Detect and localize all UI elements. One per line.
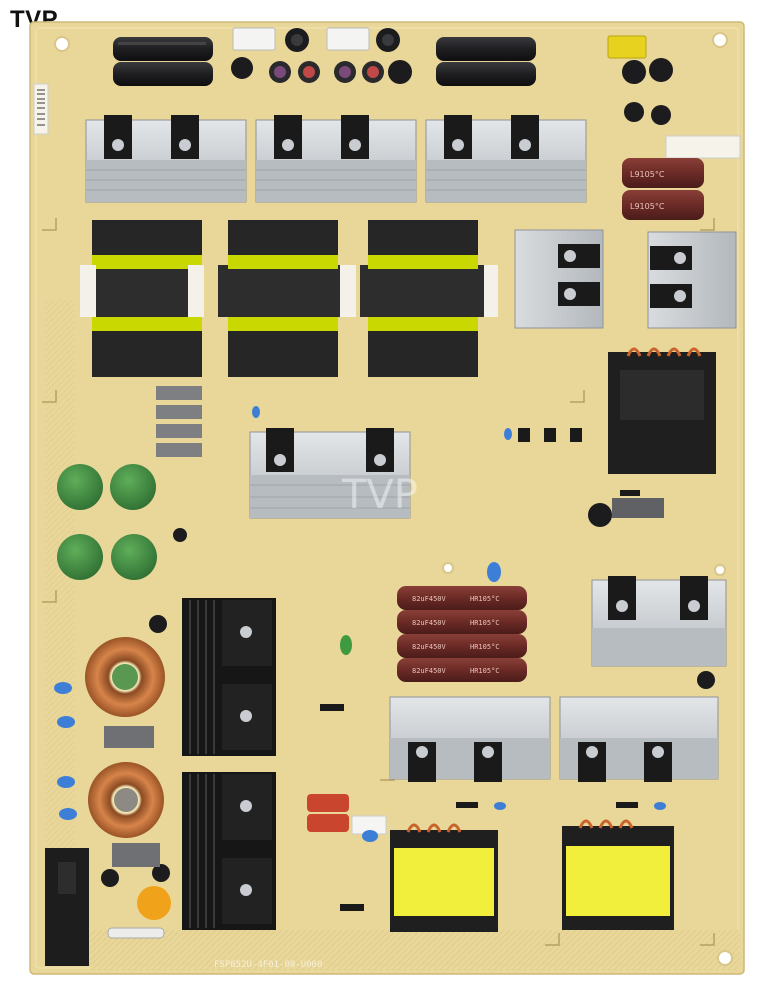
power-inlet-connector [45, 848, 89, 966]
small-transistors [518, 428, 664, 518]
watermark: TVP [341, 472, 418, 518]
cap-label: HR105°C [470, 595, 500, 603]
yellow-transformers [390, 819, 674, 932]
bridge-heatsinks [182, 598, 276, 930]
top-right-brown-capacitors: L9105°C L9105°C [622, 158, 704, 220]
cap-label: 82uF450V [412, 595, 447, 603]
blue-ceramic-caps [54, 406, 666, 842]
toroid-chokes [85, 637, 165, 867]
top-right-capacitors [436, 37, 536, 86]
cap-label: HR105°C [470, 643, 500, 651]
barcode-lines [37, 89, 45, 126]
barcode-sticker [33, 83, 49, 135]
orange-capacitor [137, 886, 171, 920]
mid-right-heatsinks [514, 229, 737, 329]
small-inductors [269, 61, 384, 83]
bottom-heatsinks [389, 696, 719, 782]
cap-label: HR105°C [470, 619, 500, 627]
cap-label: L9105°C [630, 170, 665, 179]
top-heatsinks [85, 115, 587, 203]
resistor-stack [156, 386, 202, 457]
varistors [57, 464, 157, 580]
top-left-capacitors [113, 37, 213, 86]
main-transformers [80, 220, 498, 377]
fuse [107, 927, 165, 939]
right-heatsink [591, 576, 727, 667]
diodes [320, 490, 640, 911]
label-sticker [665, 135, 741, 159]
cap-label: HR105°C [470, 667, 500, 675]
bulk-capacitors: 82uF450V HR105°C 82uF450V HR105°C 82uF45… [397, 586, 527, 682]
small-radial-capacitors [101, 28, 715, 887]
cap-label: 82uF450V [412, 643, 447, 651]
center-heatsink [249, 428, 411, 519]
cap-label: L9105°C [630, 202, 665, 211]
cap-label: 82uF450V [412, 667, 447, 675]
part-number: FSP652U-4F01-00-U000 [214, 960, 322, 970]
standby-transformer [608, 347, 716, 474]
cap-label: 82uF450V [412, 619, 447, 627]
green-capacitor [340, 635, 352, 655]
white-connectors [232, 27, 647, 59]
x-capacitors [307, 794, 387, 835]
